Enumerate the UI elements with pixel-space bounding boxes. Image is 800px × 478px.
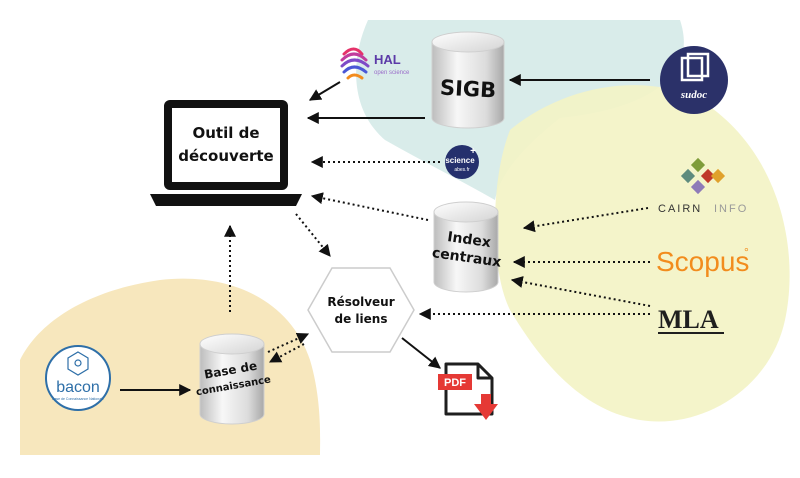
- cairn-name: CAIRN: [658, 203, 702, 215]
- arrow-resolver-to-kb: [268, 343, 305, 363]
- arrow-kb-to-resolver: [267, 332, 310, 353]
- discovery-tool-laptop: Outil de découverte: [150, 100, 302, 206]
- sigb-label: SIGB: [439, 76, 496, 103]
- arrow-resolver-to-pdf: [401, 337, 441, 369]
- discovery-tool-label-line1: Outil de: [192, 124, 259, 142]
- bacon-logo: bacon Base de Connaissance Nationale: [45, 345, 111, 411]
- pdf-icon: PDF: [438, 362, 498, 420]
- cairn-suffix: INFO: [714, 203, 748, 215]
- knowledge-base-database: Base de connaissance: [195, 333, 272, 425]
- scopus-name: Scopus: [656, 246, 749, 277]
- download-arrow-icon: [474, 394, 498, 420]
- region-yellow: [495, 85, 790, 422]
- hal-name: HAL: [374, 52, 401, 67]
- sudoc-name: sudoc: [680, 89, 707, 101]
- arrow-hal-to-tool: [308, 81, 341, 101]
- link-resolver-label-line1: Résolveur: [327, 295, 394, 309]
- scopus-logo: Scopus °: [656, 245, 749, 277]
- arrow-tool-to-resolver: [295, 213, 331, 257]
- index-database: Index centraux: [431, 201, 502, 293]
- science-plus-mark: +: [470, 146, 476, 157]
- science-plus-line1: science: [445, 156, 475, 165]
- link-resolver-hexagon: Résolveur de liens: [307, 267, 415, 353]
- arrow-index-to-tool: [310, 192, 429, 221]
- link-resolver-label-line2: de liens: [335, 312, 388, 326]
- bacon-name: bacon: [56, 379, 100, 396]
- cairn-diamonds-icon: [680, 157, 726, 195]
- sudoc-book-icon: [680, 52, 710, 82]
- index-label-line1: Index: [446, 229, 492, 251]
- hal-swirl-icon: [340, 47, 370, 80]
- science-plus-badge: science abes.fr +: [445, 145, 479, 179]
- sudoc-logo: sudoc: [660, 46, 728, 114]
- mla-logo: MLA: [658, 305, 724, 334]
- science-plus-line2: abes.fr: [454, 167, 470, 173]
- pdf-label: PDF: [444, 377, 466, 389]
- cairn-logo: CAIRN INFO: [658, 157, 748, 215]
- bacon-network-icon: [67, 351, 89, 376]
- mla-name: MLA: [658, 305, 719, 334]
- hal-tagline: open science: [374, 70, 410, 76]
- arrow-cairn-to-index: [522, 207, 649, 233]
- sigb-database: SIGB: [431, 31, 505, 129]
- hal-logo: HAL open science: [340, 47, 410, 80]
- bacon-tagline: Base de Connaissance Nationale: [52, 397, 104, 401]
- scopus-mark: °: [744, 245, 749, 259]
- arrow-mla-to-index: [510, 276, 651, 307]
- discovery-tool-label-line2: découverte: [178, 147, 273, 165]
